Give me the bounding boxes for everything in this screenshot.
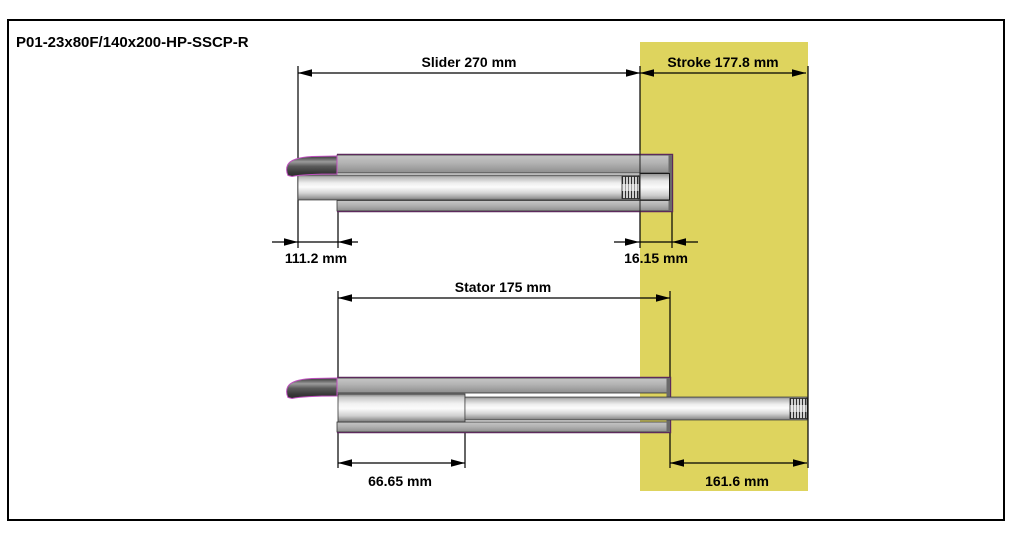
stator-rear-section-label: 66.65 mm <box>368 473 432 489</box>
stator-housing-bottom <box>336 200 673 212</box>
stator-dimension-label: Stator 175 mm <box>455 279 551 295</box>
slider-rod-extended <box>464 396 808 421</box>
drawing-frame <box>7 19 1005 521</box>
arrow-stroke-left <box>640 69 654 77</box>
dimension-extension: 161.6 mm <box>670 459 807 489</box>
rear-sleeve <box>337 393 466 423</box>
thread-highlight <box>622 184 639 191</box>
front-overhang-label: 16.15 mm <box>624 250 688 266</box>
thread-highlight <box>790 405 807 412</box>
stator-housing-top <box>336 377 671 394</box>
slider-drawing <box>286 150 674 213</box>
dimension-slider-stroke: Slider 270 mm Stroke 177.8 mm <box>298 54 806 77</box>
arrow-111-left <box>284 238 298 246</box>
stator-housing-bottom <box>336 421 671 433</box>
arrow-stator-right <box>656 294 670 302</box>
arrow-161-right <box>793 459 807 467</box>
dimension-rear-overhang: 111.2 mm <box>272 238 358 266</box>
slider-dimension-label: Slider 270 mm <box>422 54 517 70</box>
stator-outline <box>337 153 674 213</box>
stator-drawing <box>286 376 808 434</box>
dimension-stator-rear-section: 66.65 mm <box>338 459 465 489</box>
front-bushing <box>639 173 670 201</box>
arrow-111-right <box>338 238 352 246</box>
rear-overhang-label: 111.2 mm <box>285 250 347 266</box>
arrow-stator-left <box>338 294 352 302</box>
dimension-front-overhang: 16.15 mm <box>614 238 698 266</box>
stator-front-face <box>668 155 672 211</box>
arrow-slider-right <box>626 69 640 77</box>
arrow-66-right <box>451 459 465 467</box>
arrow-slider-left <box>298 69 312 77</box>
part-number-title: P01-23x80F/140x200-HP-SSCP-R <box>16 34 249 51</box>
slider-rod <box>297 174 640 201</box>
arrow-stroke-right <box>792 69 806 77</box>
arrow-16-right <box>672 238 686 246</box>
stroke-dimension-label: Stroke 177.8 mm <box>667 54 778 70</box>
arrow-66-left <box>338 459 352 467</box>
arrow-161-left <box>670 459 684 467</box>
arrow-16-left <box>625 238 639 246</box>
dimension-stator: Stator 175 mm <box>338 279 670 302</box>
extension-label: 161.6 mm <box>705 473 769 489</box>
stator-housing-top <box>336 154 673 174</box>
